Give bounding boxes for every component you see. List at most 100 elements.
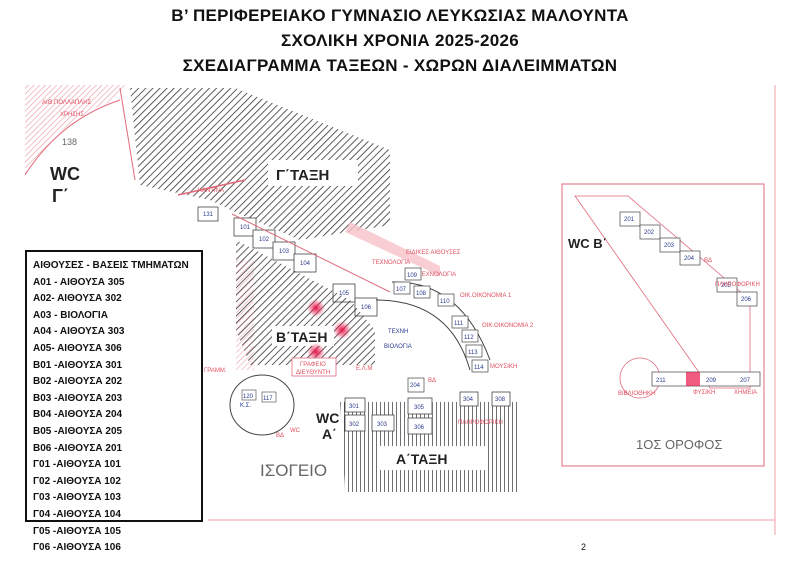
page-frame	[208, 85, 776, 535]
kantina-label: ΚΑΝΤΙΝΑ	[198, 188, 224, 194]
plan-title: ΣΧΕΔΙΑΓΡΑΜΜΑ ΤΑΞΕΩΝ - ΧΩΡΩΝ ΔΙΑΛΕΙΜΜΑΤΩΝ	[182, 56, 618, 75]
room-120: 120	[243, 394, 254, 400]
room-106: 106	[361, 305, 372, 311]
room-306: 306	[414, 425, 425, 431]
room-101: 101	[240, 225, 251, 231]
legend-item: Β03 -ΑΙΘΟΥΣΑ 203	[33, 392, 123, 404]
room-112: 112	[464, 335, 474, 341]
room-114: 114	[474, 365, 484, 371]
chemistry-label: ΧΗΜΕΙΑ	[734, 390, 757, 396]
room-109: 109	[407, 273, 418, 279]
bd-label-ground: ΒΔ	[276, 433, 284, 439]
ground-floor-label: ΙΣΟΓΕΙΟ	[260, 461, 327, 480]
room-304: 304	[463, 397, 474, 403]
first-floor-panel: WC Β΄ 201 202 203 204 205 206 ΒΔ ΠΛΗΡΟΦΟ…	[561, 183, 765, 467]
room-108: 108	[416, 291, 427, 297]
room-111: 111	[454, 321, 464, 327]
room-302: 302	[349, 422, 360, 428]
zone-gamma-label: Γ΄ΤΑΞΗ	[276, 167, 329, 184]
secretary-label: ΓΡΑΜΜ.	[204, 368, 227, 374]
wc-beta-label: WC Β΄	[568, 236, 607, 251]
principal-label-1: ΓΡΑΦΕΙΟ	[300, 362, 326, 368]
informatics-ground-label: ΠΛΗΡΟΦΟΡΙΚΗ	[458, 420, 503, 426]
legend-item: Α05- ΑΙΘΟΥΣΑ 306	[33, 342, 122, 354]
library-label: ΒΙΒΛΙΟΘΗΚΗ	[618, 391, 655, 397]
wc-gamma-letter: Γ΄	[52, 186, 69, 206]
informatics-first-label: ΠΛΗΡΟΦΟΡΙΚΗ	[715, 282, 760, 288]
room-104: 104	[300, 261, 311, 267]
legend-heading: ΑΙΘΟΥΣΕΣ - ΒΑΣΕΙΣ ΤΜΗΜΑΤΩΝ	[33, 260, 189, 271]
physics-label: ΦΥΣΙΚΗ	[693, 390, 715, 396]
room-301: 301	[349, 404, 360, 410]
multipurpose-label-2: ΧΡΗΣΗΣ	[60, 112, 84, 118]
room-305: 305	[414, 405, 425, 411]
legend-item: Γ06 -ΑΙΘΟΥΣΑ 106	[33, 542, 121, 554]
first-floor-label: 1ΟΣ ΟΡΟΦΟΣ	[636, 437, 722, 452]
room-204: 204	[684, 256, 695, 262]
room-207: 207	[740, 378, 751, 384]
room-202: 202	[644, 230, 655, 236]
art-label: ΤΕΧΝΗ	[388, 329, 408, 335]
multipurpose-label-1: ΑΙΘ.ΠΟΛΛΑΠΛΗΣ	[42, 100, 92, 106]
room-110: 110	[440, 299, 450, 305]
room-211: 211	[656, 378, 666, 384]
legend-item: Β04 -ΑΙΘΟΥΣΑ 204	[33, 409, 123, 421]
room-209: 209	[706, 378, 717, 384]
zone-alpha: 301 302 303 305 306 304 308 ΠΛΗΡΟΦΟΡΙΚΗ …	[340, 391, 520, 492]
legend-item: Α01 - ΑΙΘΟΥΣΑ 305	[33, 276, 125, 288]
room-205: 205	[721, 283, 732, 289]
page-number: 2	[581, 542, 587, 552]
biology-label: ΒΙΟΛΟΓΙΑ	[384, 344, 412, 350]
wc-alpha-letter: Α΄	[322, 426, 337, 442]
legend-item: Β06 -ΑΙΘΟΥΣΑ 201	[33, 442, 123, 454]
wc-small-label: WC	[290, 428, 301, 434]
zone-gamma: Γ΄ΤΑΞΗ ΚΑΝΤΙΝΑ 131	[130, 88, 390, 240]
bd-label-mid: ΒΔ	[428, 378, 436, 384]
school-title: Β’ ΠΕΡΙΦΕΡΕΙΑΚΟ ΓΥΜΝΑΣΙΟ ΛΕΥΚΩΣΙΑΣ ΜΑΛΟΥ…	[171, 6, 629, 25]
legend-item: Α03 - ΒΙΟΛΟΓΙΑ	[33, 309, 108, 321]
room-107: 107	[396, 287, 407, 293]
room-206: 206	[741, 297, 752, 303]
ks-label: Κ.Σ.	[240, 403, 251, 409]
room-204-ground: 204	[410, 383, 421, 389]
legend-box: ΑΙΘΟΥΣΕΣ - ΒΑΣΕΙΣ ΤΜΗΜΑΤΩΝ Α01 - ΑΙΘΟΥΣΑ …	[25, 250, 203, 553]
room-138-label: 138	[62, 137, 77, 147]
room-303: 303	[377, 422, 388, 428]
legend-item: Γ04 -ΑΙΘΟΥΣΑ 104	[33, 508, 121, 520]
school-year-title: ΣΧΟΛΙΚΗ ΧΡΟΝΙΑ 2025-2026	[280, 31, 520, 50]
legend-item: Β01 -ΑΙΘΟΥΣΑ 301	[33, 359, 123, 371]
bd-label-first: ΒΔ	[704, 258, 712, 264]
technology-label-1: ΤΕΧΝΟΛΟΓΙΑ	[372, 260, 410, 266]
zone-beta: Β΄ΤΑΞΗ	[236, 240, 375, 370]
room-131: 131	[203, 212, 214, 218]
room-203: 203	[664, 243, 675, 249]
elm-label: Ε.Λ.Μ	[356, 366, 372, 372]
legend-item: Β05 -ΑΙΘΟΥΣΑ 205	[33, 425, 123, 437]
admin-area: ΓΡΑΦΕΙΟ ΔΙΕΥΘΥΝΤΗ ΓΡΑΜΜ. 120 Κ.Σ. 117 ΒΔ…	[204, 357, 436, 439]
legend-item: Γ02 -ΑΙΘΟΥΣΑ 102	[33, 475, 121, 487]
zone-alpha-label: Α΄ΤΑΞΗ	[396, 451, 448, 467]
legend-item: Γ01 -ΑΙΘΟΥΣΑ 101	[33, 459, 121, 471]
music-label: ΜΟΥΣΙΚΗ	[490, 364, 517, 370]
legend-item: Γ05 -ΑΙΘΟΥΣΑ 105	[33, 525, 121, 537]
room-308: 308	[495, 397, 506, 403]
home-ec-2-label: ΟΙΚ.ΟΙΚΟΝΟΜΙΑ 2	[482, 323, 534, 329]
room-103: 103	[279, 249, 290, 255]
multipurpose-hall: ΑΙΘ.ΠΟΛΛΑΠΛΗΣ ΧΡΗΣΗΣ 138	[24, 85, 136, 181]
zone-beta-label: Β΄ΤΑΞΗ	[276, 329, 328, 345]
wc-alpha-label: WC	[316, 410, 339, 426]
home-ec-1-label: ΟΙΚ.ΟΙΚΟΝΟΜΙΑ 1	[460, 293, 512, 299]
technology-label-2: ΤΕΧΝΟΛΟΓΙΑ	[418, 272, 456, 278]
legend-item: Α02- ΑΙΘΟΥΣΑ 302	[33, 293, 122, 305]
room-113: 113	[468, 350, 478, 356]
room-105: 105	[339, 291, 350, 297]
legend-item: Β02 -ΑΙΘΟΥΣΑ 202	[33, 376, 123, 388]
room-201: 201	[624, 217, 635, 223]
special-rooms: ΕΙΔΙΚΕΣ ΑΙΘΟΥΣΕΣ ΤΕΧΝΟΛΟΓΙΑ ΤΕΧΝΟΛΟΓΙΑ Ο…	[356, 250, 534, 373]
special-rooms-label: ΕΙΔΙΚΕΣ ΑΙΘΟΥΣΕΣ	[406, 250, 461, 256]
legend-item: Γ03 -ΑΙΘΟΥΣΑ 103	[33, 492, 121, 504]
room-102: 102	[259, 237, 270, 243]
legend-item: Α04 - ΑΙΘΟΥΣΑ 303	[33, 326, 125, 338]
room-117: 117	[263, 396, 273, 402]
